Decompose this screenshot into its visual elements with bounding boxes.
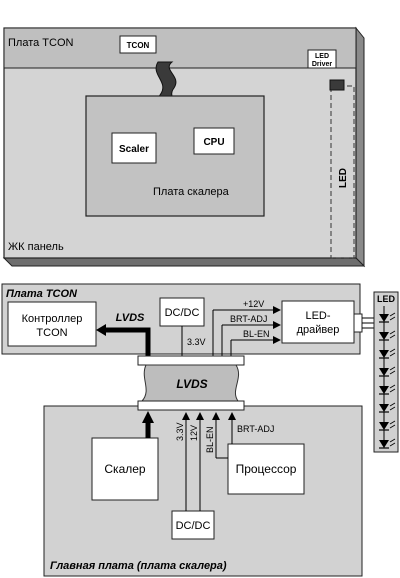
led-driver-line1: LED- xyxy=(305,310,330,322)
led-light-ray xyxy=(389,366,396,371)
sig-12v-label: +12V xyxy=(243,299,264,309)
led-driver-chip-line2: Driver xyxy=(312,61,333,68)
tcon-chip-label: TCON xyxy=(127,41,150,50)
scaler-box xyxy=(91,437,159,501)
led-light-ray xyxy=(389,442,396,447)
lvds-thick-arrowhead xyxy=(96,324,106,336)
dcdc-top-voltage: 3.3V xyxy=(187,337,206,347)
bus-blen-label: BL-EN xyxy=(205,426,215,453)
led-diode-icon xyxy=(379,386,389,394)
processor-label: Процессор xyxy=(236,462,297,476)
panel-bottom-edge xyxy=(2,257,366,267)
tcon-board-label: Плата TCON xyxy=(8,37,74,49)
lvds-cable-label: LVDS xyxy=(176,377,207,391)
bus-12v-label: 12V xyxy=(189,425,199,441)
dcdc-top-box xyxy=(159,297,205,327)
panel-right-edge xyxy=(355,26,365,268)
led-driver-chip xyxy=(307,49,337,69)
tcon-board-block: Плата TCON Контроллер TCON LVDS DC/DC 3.… xyxy=(1,283,376,366)
main-board-block: Скалер Процессор DC/DC 3.3V 12V BL-EN BR… xyxy=(43,400,363,577)
cpu-chip-label: CPU xyxy=(203,137,224,148)
led-diode-icon xyxy=(379,368,389,376)
lcd-panel-illustration: Плата TCON TCON LED Driver Scaler CPU Пл… xyxy=(2,26,366,268)
led-diode-icon xyxy=(379,422,389,430)
dcdc-bottom-box xyxy=(171,510,215,540)
tcon-board-title: Плата TCON xyxy=(6,288,78,300)
led-driver-line2: драйвер xyxy=(297,324,340,336)
lvds-thick-path xyxy=(104,327,151,366)
led-light-ray xyxy=(389,352,396,357)
led-driver-box xyxy=(281,300,355,344)
led-diode-icon xyxy=(379,350,389,358)
cpu-chip xyxy=(193,127,235,155)
led-light-ray xyxy=(389,330,396,335)
dcdc-top-label: DC/DC xyxy=(165,307,200,319)
processor-box xyxy=(227,443,305,495)
led-light-ray xyxy=(389,438,396,443)
tcon-board-strip xyxy=(3,27,357,69)
led-light-ray xyxy=(389,384,396,389)
scaler-label: Скалер xyxy=(104,462,146,476)
scaler-chip-label: Scaler xyxy=(119,144,149,155)
led-diode-icon xyxy=(379,332,389,340)
lvds-arrow-label: LVDS xyxy=(116,312,145,324)
led-light-ray xyxy=(389,312,396,317)
scaler-board-label: Плата скалера xyxy=(153,186,230,198)
dcdc-bottom-label: DC/DC xyxy=(176,520,211,532)
led-light-ray xyxy=(389,406,396,411)
led-light-ray xyxy=(389,348,396,353)
led-strip-label: LED xyxy=(338,168,349,188)
led-driver-chip-line1: LED xyxy=(315,53,329,60)
scaler-chip xyxy=(111,132,157,164)
main-board-title: Главная плата (плата скалера) xyxy=(50,560,227,572)
led-light-ray xyxy=(389,424,396,429)
led-diode-icon xyxy=(379,440,389,448)
tcon-controller-line2: TCON xyxy=(36,327,67,339)
bus-brtadj-label: BRT-ADJ xyxy=(237,424,274,434)
tcon-controller-line1: Контроллер xyxy=(22,313,83,325)
sig-blen-label: BL-EN xyxy=(243,329,270,339)
led-column: LED xyxy=(373,291,399,453)
led-strip-connector xyxy=(329,79,345,91)
led-light-ray xyxy=(389,334,396,339)
tcon-controller-box xyxy=(7,301,97,347)
lcd-panel-label: ЖК панель xyxy=(8,241,64,253)
led-light-ray xyxy=(389,388,396,393)
led-diode-icon xyxy=(379,404,389,412)
led-light-ray xyxy=(389,402,396,407)
led-diode-icon xyxy=(379,314,389,322)
led-column-label: LED xyxy=(377,294,396,304)
led-diodes xyxy=(379,312,396,449)
tcon-chip xyxy=(119,35,157,54)
lvds-top-connector xyxy=(137,355,245,366)
bus-33v-label: 3.3V xyxy=(175,422,185,441)
sig-brtadj-label: BRT-ADJ xyxy=(230,314,267,324)
led-output-connector xyxy=(353,313,363,333)
led-light-ray xyxy=(389,370,396,375)
led-light-ray xyxy=(389,420,396,425)
led-light-ray xyxy=(389,316,396,321)
